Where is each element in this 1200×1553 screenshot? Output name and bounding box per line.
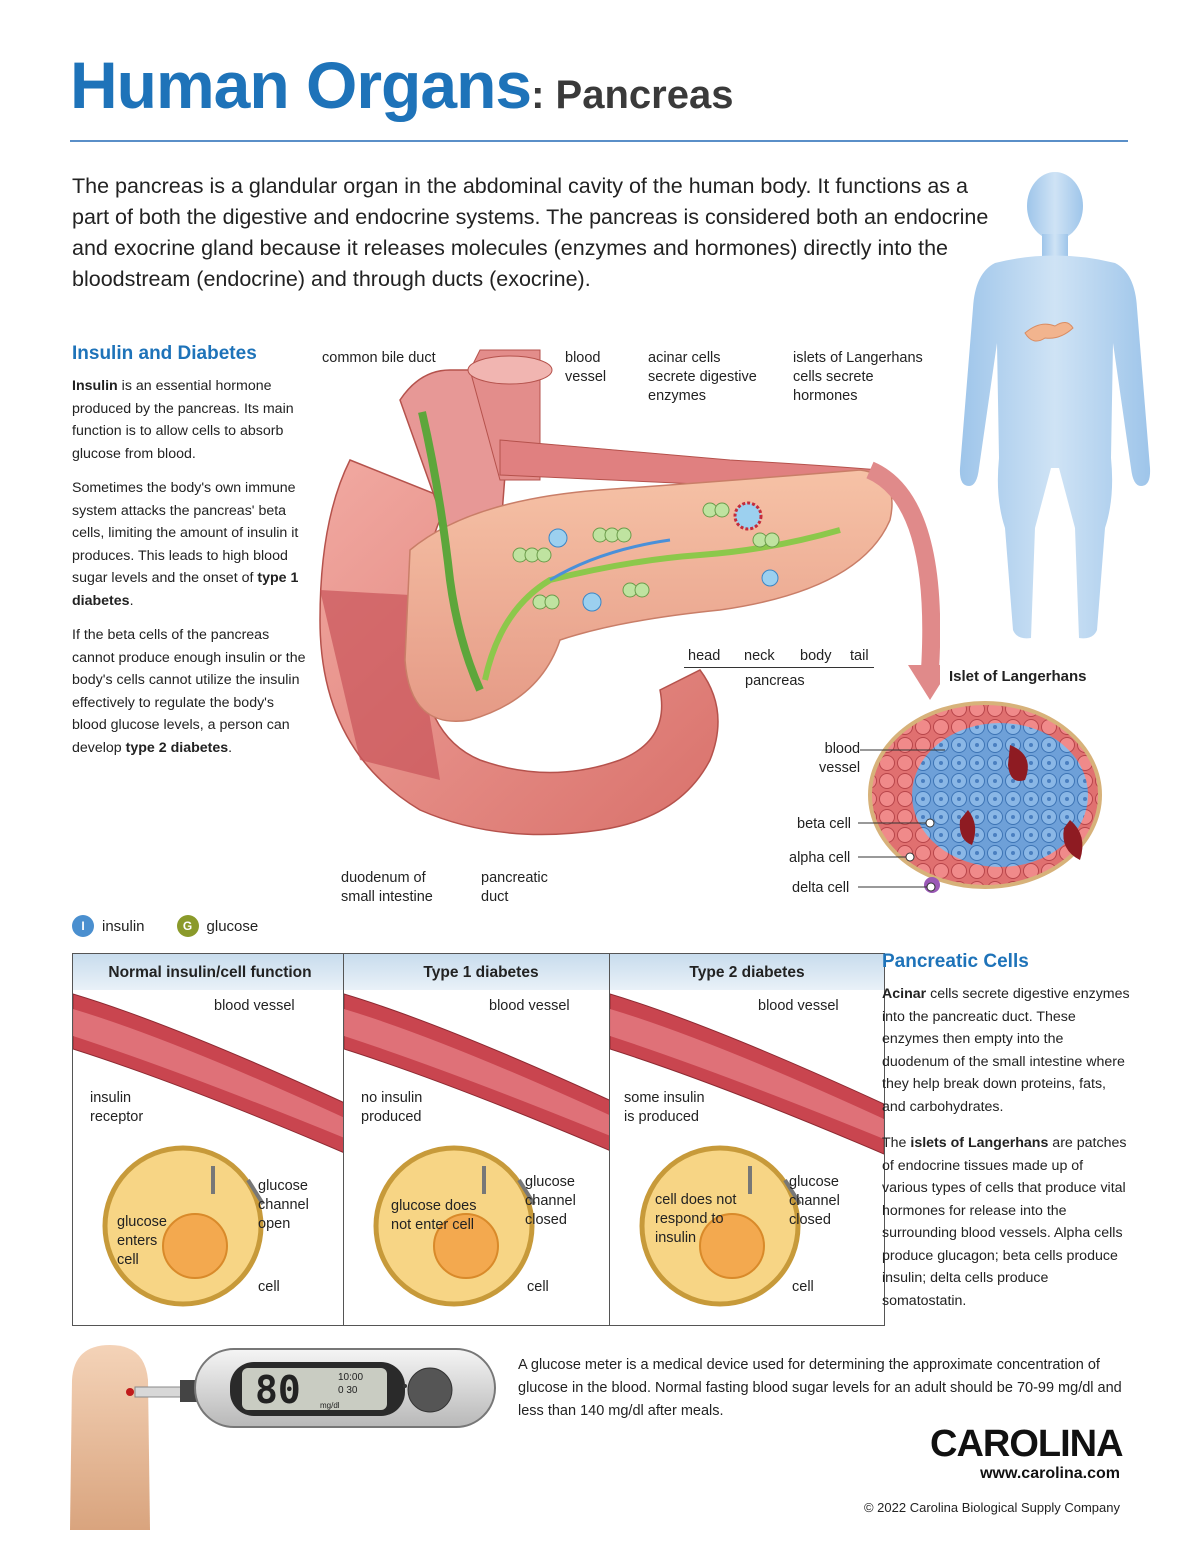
panel-type1-channel-label: glucose channel closed — [525, 1174, 576, 1228]
panel-type1-left-label: no insulin produced — [361, 1090, 423, 1125]
panel-normal: Normal insulin/cell function — [72, 953, 348, 1326]
head-label: head — [688, 648, 721, 664]
glucose-icon: G — [176, 915, 199, 937]
meter-reading: 80 — [255, 1368, 301, 1412]
common-bile-duct — [418, 411, 484, 692]
copyright: © 2022 Carolina Biological Supply Compan… — [863, 1500, 1120, 1515]
panel-normal-channel-label: glucose channel open — [258, 1178, 309, 1232]
human-body-silhouette — [959, 172, 1151, 639]
islet-title: Islet of Langerhans — [949, 668, 1087, 685]
small-pancreas-icon — [1024, 322, 1074, 342]
tail-label: tail — [850, 648, 869, 664]
pancreatic-cells-section: Pancreatic Cells Acinar cells secrete di… — [882, 951, 1132, 1312]
panel-type1-illustration — [344, 993, 618, 1307]
pancreatic-cells-heading: Pancreatic Cells — [882, 951, 1029, 972]
intro-paragraph: The pancreas is a glandular organ in the… — [72, 174, 989, 291]
panel-type2-cell-label: cell — [792, 1279, 814, 1295]
meter-paragraph: A glucose meter is a medical device used… — [518, 1357, 1122, 1419]
alpha-cell-label: alpha cell — [789, 850, 851, 866]
panel-normal-title: Normal insulin/cell function — [73, 954, 347, 990]
panel-type2-blood-vessel-label: blood vessel — [758, 998, 839, 1014]
panel-normal-cell-text: glucose enters cell — [117, 1214, 167, 1268]
panel-type2-left-label: some insulin is produced — [624, 1090, 705, 1125]
panel-type1-cell-label: cell — [527, 1279, 549, 1295]
pancreas-underline — [684, 667, 874, 668]
meter-small-readout: 0 30 — [338, 1385, 358, 1396]
beta-cell-label: beta cell — [797, 816, 852, 832]
panel-normal-left-label: insulin receptor — [90, 1090, 144, 1125]
pancreas-label: pancreas — [745, 673, 805, 689]
panel-type1-title: Type 1 diabetes — [344, 954, 618, 990]
panel-normal-illustration — [73, 993, 347, 1307]
panel-type2-cell-text: cell does not respond to insulin — [655, 1192, 737, 1246]
insulin-diabetes-heading: Insulin and Diabetes — [72, 343, 257, 364]
islet-illustration — [868, 701, 1102, 893]
panel-type1: Type 1 diabetes — [343, 953, 619, 1326]
title-divider — [70, 140, 1128, 142]
islets-paragraph: The islets of Langerhans are patches of … — [882, 1135, 1127, 1309]
common-bile-duct-label: common bile duct — [322, 350, 436, 366]
page-title: Human Organs: Pancreas — [70, 52, 733, 118]
brand-url: www.carolina.com — [980, 1465, 1120, 1482]
islet-blood-vessel-label: blood vessel — [819, 741, 861, 776]
glucose-meter-illustration — [70, 1345, 496, 1530]
meter-unit: mg/dl — [320, 1401, 340, 1410]
pancreatic-duct-label: pancreatic duct — [481, 870, 548, 905]
type2-paragraph: If the beta cells of the pancreas cannot… — [72, 627, 306, 756]
carolina-logo: CAROLINA www.carolina.com — [930, 1423, 1124, 1483]
panel-type2-illustration — [610, 993, 884, 1307]
pancreatic-duct — [482, 527, 841, 681]
acinar-cells-label: acinar cells secrete digestive enzymes — [648, 350, 757, 404]
title-sub: : Pancreas — [531, 73, 734, 117]
islet-leader-lines — [858, 749, 945, 892]
meter-time: 10:00 — [338, 1372, 364, 1383]
brand-name: CAROLINA — [930, 1423, 1124, 1465]
duodenum-label: duodenum of small intestine — [341, 870, 433, 905]
legend-insulin-label: insulin — [102, 917, 145, 935]
legend: I insulin G glucose — [72, 915, 258, 937]
acinar-paragraph: Acinar cells secrete digestive enzymes i… — [882, 986, 1130, 1115]
panel-normal-blood-vessel-label: blood vessel — [214, 998, 295, 1014]
legend-glucose-label: glucose — [206, 917, 259, 935]
title-main: Human Organs — [70, 48, 532, 122]
blood-vessel-label: blood vessel — [565, 350, 607, 385]
insulin-diabetes-section: Insulin and Diabetes Insulin is an essen… — [72, 343, 307, 759]
panel-type2: Type 2 diabetes — [609, 953, 885, 1326]
insulin-paragraph: Insulin is an essential hormone produced… — [72, 378, 294, 462]
pancreas-anatomy-illustration — [319, 349, 940, 836]
body-label: body — [800, 648, 832, 664]
panel-type2-channel-label: glucose channel closed — [789, 1174, 840, 1228]
panel-normal-cell-label: cell — [258, 1279, 280, 1295]
panel-type1-blood-vessel-label: blood vessel — [489, 998, 570, 1014]
neck-label: neck — [744, 648, 775, 664]
panel-type1-cell-text: glucose does not enter cell — [391, 1198, 477, 1233]
panel-type2-title: Type 2 diabetes — [610, 954, 884, 990]
islets-label: islets of Langerhans cells secrete hormo… — [793, 350, 923, 404]
delta-cell-label: delta cell — [792, 880, 850, 896]
finger — [70, 1345, 150, 1530]
insulin-icon: I — [72, 915, 94, 937]
type1-paragraph: Sometimes the body's own immune system a… — [72, 480, 299, 609]
